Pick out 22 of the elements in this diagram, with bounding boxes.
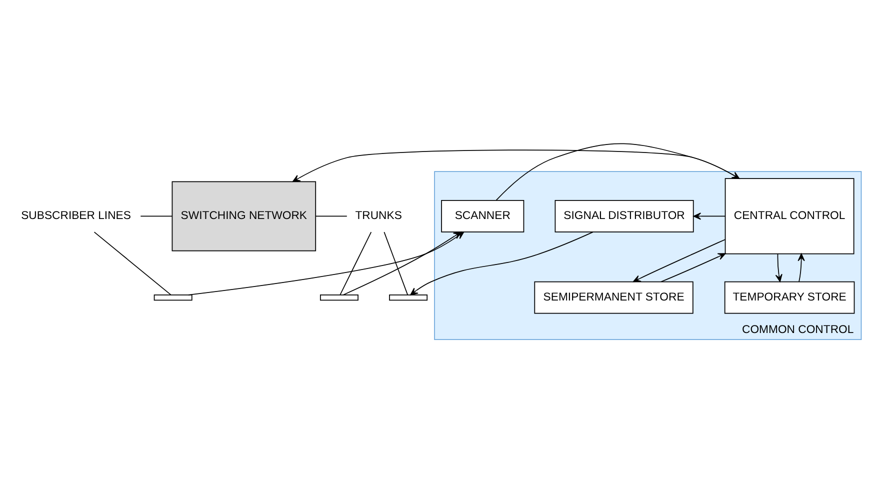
- node-box: TEMPORARY STORE: [724, 281, 855, 314]
- connector: [315, 216, 348, 217]
- connector: [140, 216, 173, 217]
- node-bar: [389, 294, 428, 301]
- node-bar: [320, 294, 358, 301]
- connector: [340, 232, 372, 296]
- node-box: SWITCHING NETWORK: [172, 181, 316, 252]
- arrow: [693, 212, 726, 220]
- node-box: SEMIPERMANENT STORE: [534, 281, 694, 314]
- node-bar: [154, 294, 192, 301]
- connector: [94, 232, 172, 296]
- arrow: [775, 253, 782, 282]
- node-box: SCANNER: [441, 200, 524, 232]
- node-box: SIGNAL DISTRIBUTOR: [554, 200, 694, 232]
- arrow: [798, 253, 805, 282]
- arrow: [632, 239, 726, 282]
- node-text: SUBSCRIBER LINES: [21, 210, 131, 222]
- connector: [384, 232, 408, 296]
- node-box: CENTRAL CONTROL: [724, 178, 854, 254]
- arrow: [660, 253, 726, 282]
- node-text: TRUNKS: [355, 210, 402, 222]
- arrow: [342, 232, 462, 296]
